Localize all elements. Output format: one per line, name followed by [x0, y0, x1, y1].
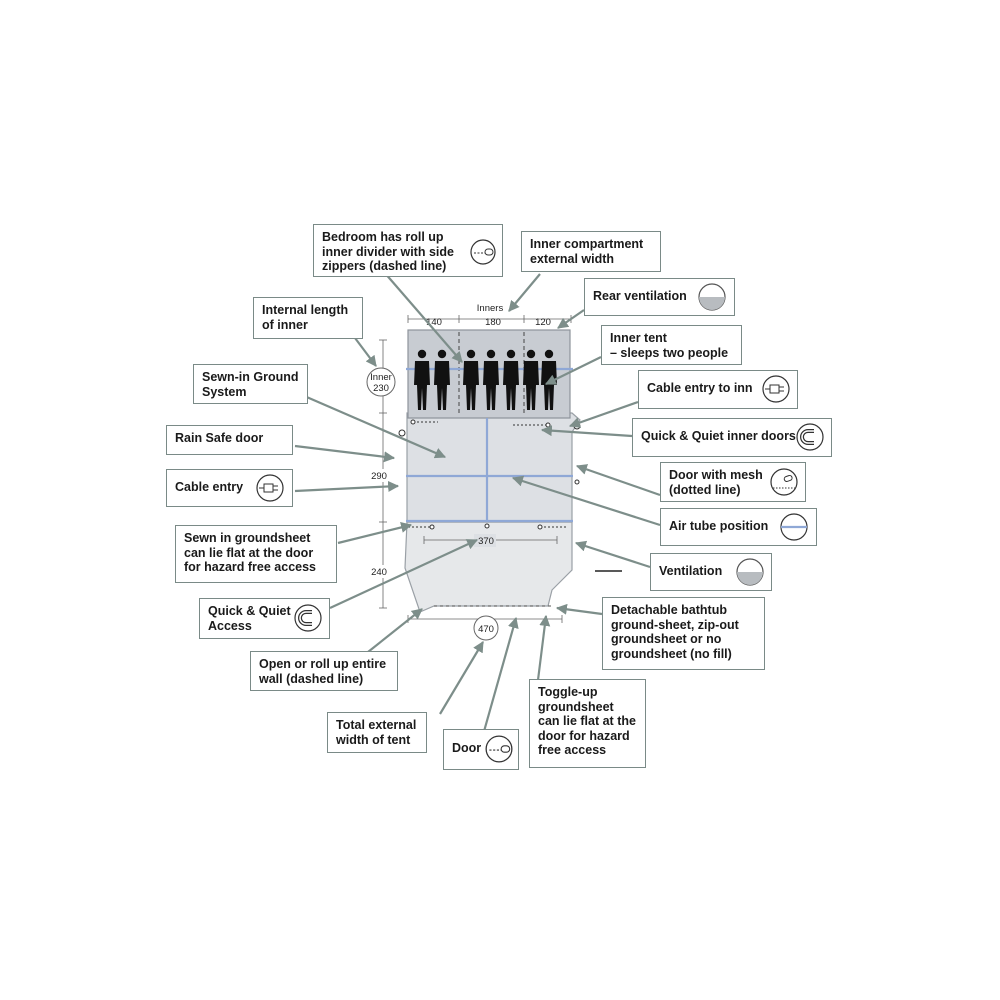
- total-width-value: 470: [478, 624, 494, 635]
- callout-sewn-groundsheet: Sewn in groundsheet can lie flat at the …: [175, 525, 337, 583]
- callout-sewn-in-ground-text: Sewn-in Ground System: [202, 370, 299, 399]
- sleeping-people: [414, 349, 557, 410]
- groundsheet-area: [406, 412, 581, 523]
- callout-door-mesh: Door with mesh (dotted line): [660, 462, 806, 502]
- callout-air-tube: Air tube position: [660, 508, 817, 546]
- person-silhouette: [434, 349, 450, 410]
- person-silhouette: [541, 349, 557, 410]
- callout-toggle-up-groundsheet-text: Toggle-up groundsheet can lie flat at th…: [538, 685, 636, 757]
- person-silhouette: [414, 349, 430, 410]
- callout-ventilation: Ventilation: [650, 553, 772, 591]
- callout-bedroom-divider: Bedroom has roll up inner divider with s…: [313, 224, 503, 277]
- dimension-labels: Inners 140 180 120 Inner 230 290 240 370…: [366, 303, 551, 641]
- person-silhouette: [463, 349, 479, 410]
- callout-rain-safe-door-text: Rain Safe door: [175, 431, 264, 445]
- plug-icon: [256, 474, 284, 502]
- callout-cable-entry-inner: Cable entry to inn: [638, 370, 798, 409]
- callout-cable-entry-inner-text: Cable entry to inn: [647, 381, 753, 395]
- air-tube-icon: [780, 513, 808, 541]
- callout-inner-external-width: Inner compartment external width: [521, 231, 661, 272]
- callout-quick-quiet-inner-doors-text: Quick & Quiet inner doors: [641, 429, 796, 443]
- callout-quick-quiet-access: Quick & Quiet Access: [199, 598, 330, 639]
- mesh-door-icon: [770, 468, 798, 496]
- vent-icon: [736, 558, 764, 586]
- callout-arrows: [294, 271, 661, 743]
- callout-rear-ventilation-text: Rear ventilation: [593, 289, 687, 303]
- front-length-value: 290: [371, 471, 387, 482]
- callout-quick-quiet-access-text: Quick & Quiet Access: [208, 604, 291, 633]
- callout-sewn-in-ground: Sewn-in Ground System: [193, 364, 308, 404]
- callout-inner-external-width-text: Inner compartment external width: [530, 237, 644, 266]
- callout-door-text: Door: [452, 741, 482, 755]
- callout-total-external-width: Total external width of tent: [327, 712, 427, 753]
- callout-open-roll-up-wall-text: Open or roll up entire wall (dashed line…: [259, 657, 387, 686]
- bay-middle-width: 180: [485, 317, 501, 328]
- callout-inner-tent-text: Inner tent – sleeps two people: [610, 331, 729, 360]
- person-silhouette: [523, 349, 539, 410]
- callout-cable-entry: Cable entry: [166, 469, 293, 507]
- zip-door-icon: [485, 735, 513, 763]
- callout-rain-safe-door: Rain Safe door: [166, 425, 293, 455]
- callout-internal-length-text: Internal length of inner: [262, 303, 349, 332]
- inner-length-value: 230: [373, 383, 389, 394]
- inner-width-value: 370: [478, 536, 494, 547]
- callout-total-external-width-text: Total external width of tent: [336, 718, 417, 747]
- callout-quick-quiet-inner-doors: Quick & Quiet inner doors: [632, 418, 832, 457]
- callout-sewn-groundsheet-text: Sewn in groundsheet can lie flat at the …: [184, 531, 317, 574]
- bay-left-width: 140: [426, 317, 442, 328]
- magnet-icon: [796, 423, 824, 451]
- total-width-circle: [473, 615, 499, 641]
- porch-length-value: 240: [371, 567, 387, 578]
- person-silhouette: [483, 349, 499, 410]
- inner-length-circle: [366, 367, 396, 397]
- callout-detachable-bathtub: Detachable bathtub ground-sheet, zip-out…: [602, 597, 765, 670]
- bay-right-width: 120: [535, 317, 551, 328]
- callout-internal-length: Internal length of inner: [253, 297, 363, 339]
- callout-rear-ventilation: Rear ventilation: [584, 278, 735, 316]
- callout-toggle-up-groundsheet: Toggle-up groundsheet can lie flat at th…: [529, 679, 646, 768]
- callout-open-roll-up-wall: Open or roll up entire wall (dashed line…: [250, 651, 398, 691]
- zip-door-icon: [470, 239, 496, 265]
- callout-detachable-bathtub-text: Detachable bathtub ground-sheet, zip-out…: [611, 603, 739, 661]
- callout-ventilation-text: Ventilation: [659, 564, 723, 578]
- person-silhouette: [503, 349, 519, 410]
- callout-cable-entry-text: Cable entry: [175, 480, 244, 494]
- inners-label: Inners: [477, 303, 504, 314]
- callout-air-tube-text: Air tube position: [669, 519, 769, 533]
- plug-icon: [762, 375, 790, 403]
- callout-door: Door: [443, 729, 519, 770]
- tent-outline: [398, 329, 622, 613]
- inner-circle-label: Inner: [370, 372, 392, 383]
- callout-bedroom-divider-text: Bedroom has roll up inner divider with s…: [322, 230, 454, 273]
- callout-door-mesh-text: Door with mesh (dotted line): [669, 468, 763, 497]
- magnet-icon: [294, 604, 322, 632]
- callout-inner-tent: Inner tent – sleeps two people: [601, 325, 742, 365]
- vent-icon: [698, 283, 726, 311]
